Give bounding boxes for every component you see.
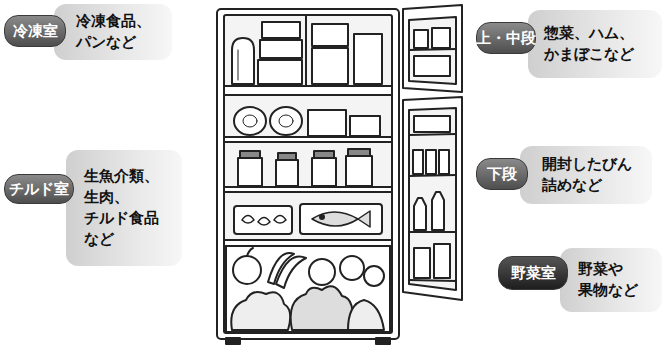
shrimp: [242, 216, 286, 226]
refrigerator: [217, 5, 462, 344]
jar: [312, 158, 336, 186]
callout: 下段開封したびん 詰めなど: [476, 146, 652, 204]
fridge-body: [217, 9, 399, 339]
callout: 冷凍室冷凍食品、 パンなど: [4, 4, 172, 60]
vegetable: [348, 300, 384, 330]
door-item: [414, 56, 450, 76]
jar-lid: [240, 151, 260, 158]
freezer-box: [258, 60, 302, 84]
ham: [234, 107, 266, 135]
ham-centre: [279, 115, 293, 127]
apple-stem: [247, 248, 253, 256]
fish: [312, 211, 370, 227]
section-tag: 野菜室: [498, 256, 568, 290]
ham: [270, 107, 302, 135]
freezer-box: [312, 24, 348, 46]
bottle: [414, 248, 430, 278]
bottle: [434, 244, 450, 278]
bottle: [414, 198, 426, 230]
freezer-door-inner: [409, 17, 456, 84]
contents-note: 冷凍食品、 パンなど: [54, 4, 172, 60]
door-rail: [409, 134, 456, 135]
food-pack: [350, 116, 380, 136]
section-tag: 冷凍室: [4, 15, 66, 47]
food-pack: [308, 110, 346, 136]
jar: [346, 156, 372, 186]
bottle: [426, 150, 436, 174]
orange: [309, 259, 335, 285]
seafood-tray: [234, 206, 292, 234]
section-tag: チルド室: [4, 174, 74, 204]
shelf: [224, 187, 392, 192]
fridge-door: [403, 97, 462, 300]
section-tag: 下段: [476, 158, 528, 190]
door-rail: [409, 49, 456, 50]
jar: [276, 160, 298, 186]
cabbage: [231, 292, 290, 330]
door-rail: [409, 231, 456, 233]
door-rail: [409, 175, 456, 176]
fridge-foot: [376, 338, 390, 344]
bottle: [413, 150, 423, 174]
fridge-door-inner: [409, 108, 456, 290]
callout: チルド室生魚介類、 生肉、 チルド食品 など: [4, 150, 182, 266]
shelf: [224, 137, 392, 142]
jar-lid: [278, 153, 296, 160]
freezer-box: [260, 40, 302, 58]
fish-eye: [320, 215, 324, 219]
vegetable-drawer: [226, 246, 390, 332]
callout: 上・中段惣菜、ハム、 かまぼこなど: [476, 10, 662, 78]
jar: [238, 158, 262, 186]
fridge-interior: [224, 15, 392, 333]
door-item: [414, 30, 428, 48]
bottle: [432, 192, 444, 230]
apple: [233, 256, 261, 284]
contents-note: 野菜や 果物など: [560, 248, 662, 312]
bread-line: [238, 50, 239, 80]
fridge-foot: [226, 338, 240, 344]
freezer-box: [262, 22, 300, 38]
fish-tray: [300, 204, 382, 234]
freezer-door: [403, 5, 462, 92]
ham-centre: [243, 115, 257, 127]
contents-note: 生魚介類、 生肉、 チルド食品 など: [66, 150, 182, 266]
callout: 野菜室野菜や 果物など: [498, 248, 662, 312]
orange: [364, 266, 384, 286]
leafy-greens: [291, 286, 353, 330]
freezer-box: [354, 34, 382, 84]
freezer-divider: [305, 15, 307, 88]
section-tag: 上・中段: [476, 22, 536, 54]
orange: [340, 256, 364, 280]
bottle: [439, 150, 449, 174]
bread-loaf: [232, 38, 254, 84]
banana: [276, 256, 306, 288]
jar-lid: [314, 151, 334, 158]
door-item: [414, 116, 450, 132]
door-item: [432, 28, 450, 48]
freezer-box: [312, 48, 348, 84]
jar-lid: [348, 149, 370, 156]
contents-note: 惣菜、ハム、 かまぼこなど: [528, 10, 662, 78]
door-rail: [409, 280, 456, 281]
freezer-shelf: [224, 86, 392, 95]
contents-note: 開封したびん 詰めなど: [520, 146, 652, 204]
